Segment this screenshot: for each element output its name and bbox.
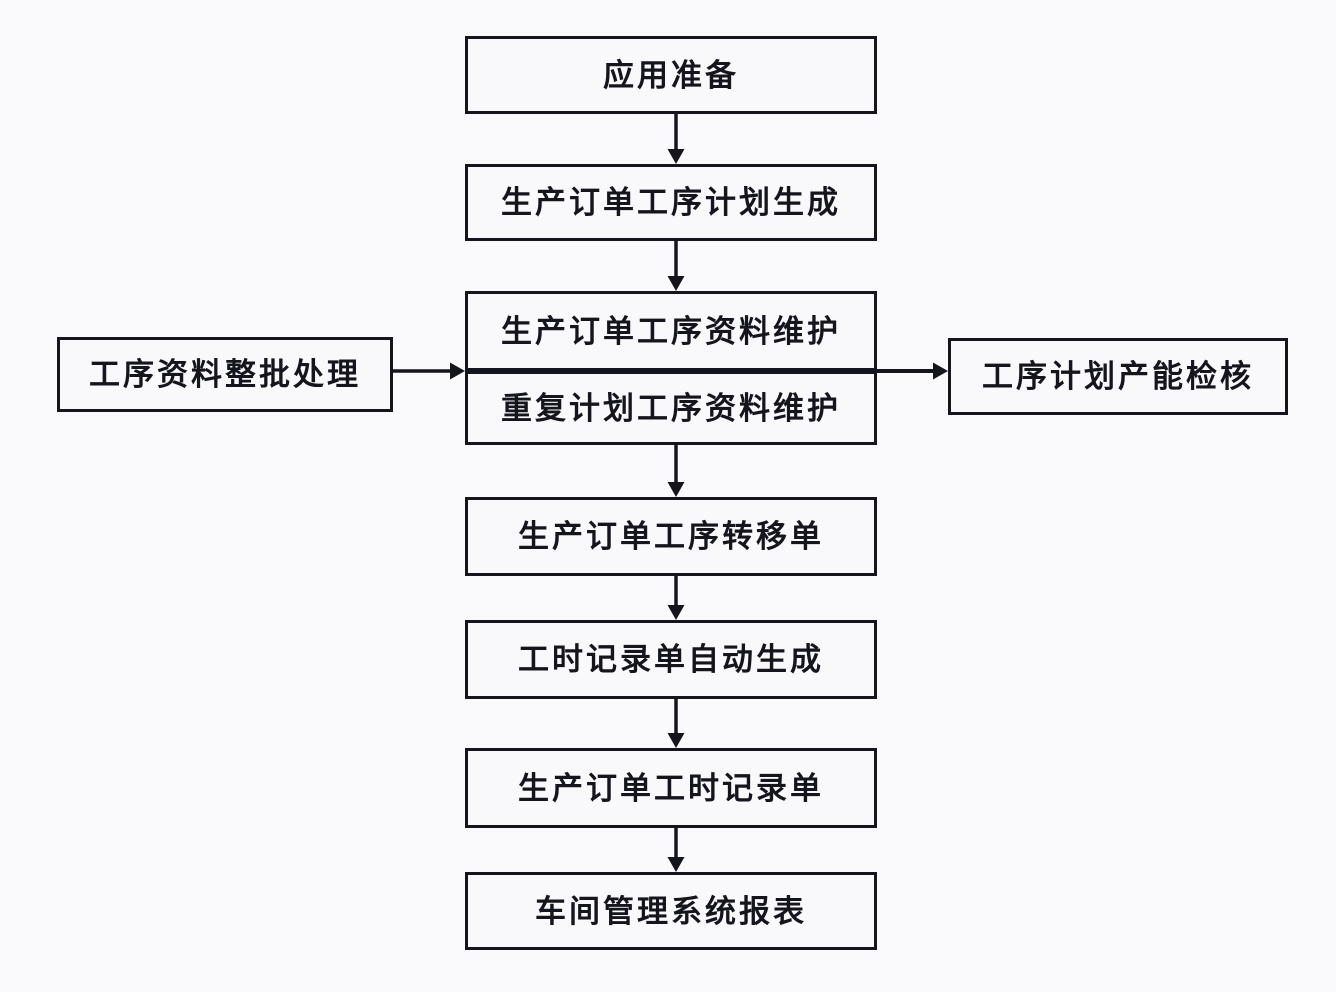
node-process-plan-capacity-check-label: 工序计划产能检核 (982, 359, 1254, 394)
arrow-timesheet-auto-to-order-timesheet (667, 699, 685, 748)
node-repeat-plan-data-maintenance-label: 重复计划工序资料维护 (501, 390, 841, 426)
node-process-plan-generation: 生产订单工序计划生成 (465, 164, 877, 241)
node-group-divider (465, 368, 877, 374)
arrow-app-prep-to-plan-gen (667, 114, 685, 164)
node-process-data-maintenance-group: 生产订单工序资料维护 重复计划工序资料维护 (465, 291, 877, 445)
node-workshop-management-reports: 车间管理系统报表 (465, 872, 877, 950)
node-application-preparation-label: 应用准备 (603, 57, 739, 93)
arrow-order-timesheet-to-reports (667, 828, 685, 872)
node-order-timesheet: 生产订单工时记录单 (465, 748, 877, 828)
node-process-data-batch-processing: 工序资料整批处理 (57, 337, 393, 412)
node-timesheet-auto-generation-label: 工时记录单自动生成 (518, 642, 824, 677)
node-application-preparation: 应用准备 (465, 36, 877, 114)
node-process-transfer-order-label: 生产订单工序转移单 (518, 519, 824, 554)
arrow-plan-gen-to-data-maint (667, 241, 685, 291)
node-order-process-data-maintenance: 生产订单工序资料维护 (468, 294, 874, 368)
arrow-batch-process-to-data-maint (393, 362, 465, 380)
node-order-timesheet-label: 生产订单工时记录单 (518, 770, 824, 806)
node-process-plan-capacity-check: 工序计划产能检核 (948, 338, 1288, 415)
node-process-data-batch-processing-label: 工序资料整批处理 (89, 357, 361, 392)
arrow-data-maint-to-capacity-check (877, 362, 948, 380)
arrow-transfer-order-to-timesheet-auto (667, 576, 685, 620)
node-process-plan-generation-label: 生产订单工序计划生成 (501, 185, 841, 220)
node-workshop-management-reports-label: 车间管理系统报表 (535, 893, 807, 929)
node-process-transfer-order: 生产订单工序转移单 (465, 497, 877, 576)
arrow-data-maint-to-transfer-order (667, 445, 685, 497)
node-timesheet-auto-generation: 工时记录单自动生成 (465, 620, 877, 699)
node-repeat-plan-data-maintenance: 重复计划工序资料维护 (468, 374, 874, 442)
node-order-process-data-maintenance-label: 生产订单工序资料维护 (501, 313, 841, 349)
